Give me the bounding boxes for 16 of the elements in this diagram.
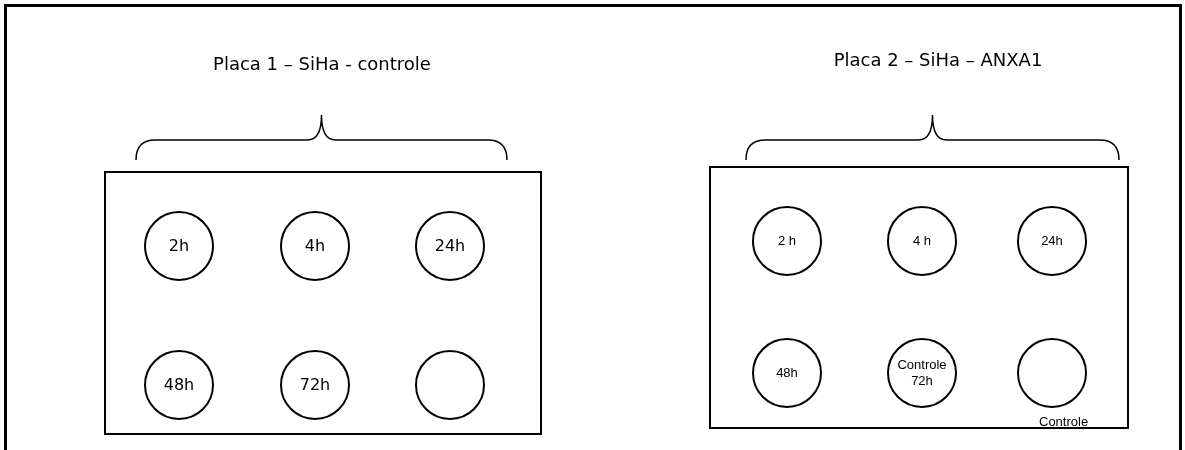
plate-box [104,171,542,435]
plate-title: Placa 1 – SiHa - controle [212,52,432,76]
well-label: 72h [299,375,331,395]
well-label: 4h [304,236,326,256]
well-label: 2h [168,236,190,256]
plate-title: Placa 2 – SiHa – ANXA1 [832,48,1044,72]
plate-box [709,166,1129,429]
well-label: 72h [911,373,933,390]
well-label: 24h [434,236,466,256]
well-label: Controle [897,356,947,373]
well-label: 48h [776,364,798,382]
well-caption: Controle [1039,413,1089,431]
well-label: 4 h [912,232,932,250]
well-label: 48h [163,375,195,395]
well-label: 24h [1041,232,1063,250]
well-label: 2 h [777,232,797,250]
